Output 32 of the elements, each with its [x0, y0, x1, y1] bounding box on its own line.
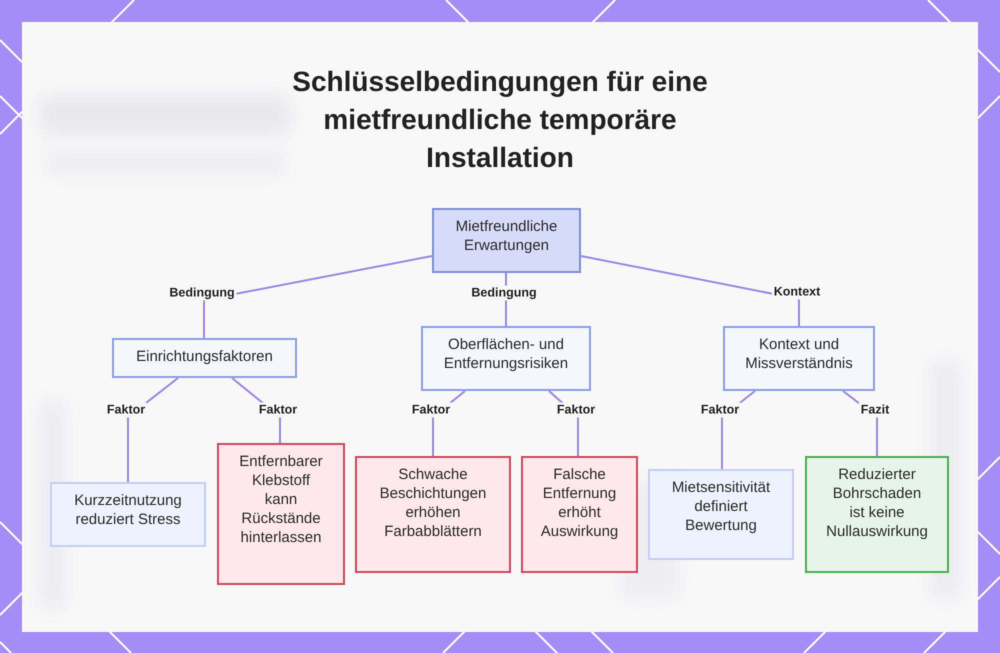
edge-label: Bedingung	[167, 286, 237, 300]
node-text: Entfernbarer Klebstoff kann Rückstände hinterlassen	[238, 452, 324, 547]
connector-line	[580, 255, 800, 326]
edge-label: Faktor	[698, 402, 742, 418]
edge-label: Fazit	[858, 402, 892, 418]
node-text: Kurzzeitnutzung reduziert Stress	[73, 491, 183, 529]
title: Schlüsselbedingungen für eine mietfreundliche temporäre Installation	[291, 65, 709, 175]
edge-label: Faktor	[410, 402, 452, 418]
edge-label: Faktor	[256, 402, 300, 418]
edge-label: Faktor	[104, 402, 148, 418]
root-box	[432, 208, 581, 273]
risk-box	[217, 443, 345, 585]
category-box	[723, 326, 875, 391]
node-text: Einrichtungsfaktoren	[136, 347, 273, 366]
connector-line	[203, 255, 432, 338]
edge-label: Kontext	[772, 284, 822, 300]
node-text: Mietfreundliche Erwartungen	[454, 217, 558, 255]
edge-label: Bedingung	[469, 286, 539, 300]
node-text: Kontext und Missverständnis	[744, 335, 854, 373]
factor-box	[648, 469, 794, 560]
node-text: Reduzierter Bohrschaden ist keine Nullauswirkung	[825, 465, 929, 541]
factor-box	[50, 482, 206, 547]
node-text: Schwache Beschichtungen erhöhen Farbabblättern	[378, 465, 488, 541]
node-text: Mietsensitivität definiert Bewertung	[670, 478, 772, 535]
node-text: Oberflächen- und Entfernungsrisiken	[442, 335, 570, 373]
category-box	[421, 326, 591, 391]
node-text: Falsche Entfernung erhöht Auswirkung	[540, 465, 620, 541]
risk-box	[521, 456, 638, 573]
conclusion-box	[805, 456, 949, 573]
risk-box	[355, 456, 511, 573]
edge-label: Faktor	[554, 402, 598, 418]
category-box	[112, 338, 297, 378]
